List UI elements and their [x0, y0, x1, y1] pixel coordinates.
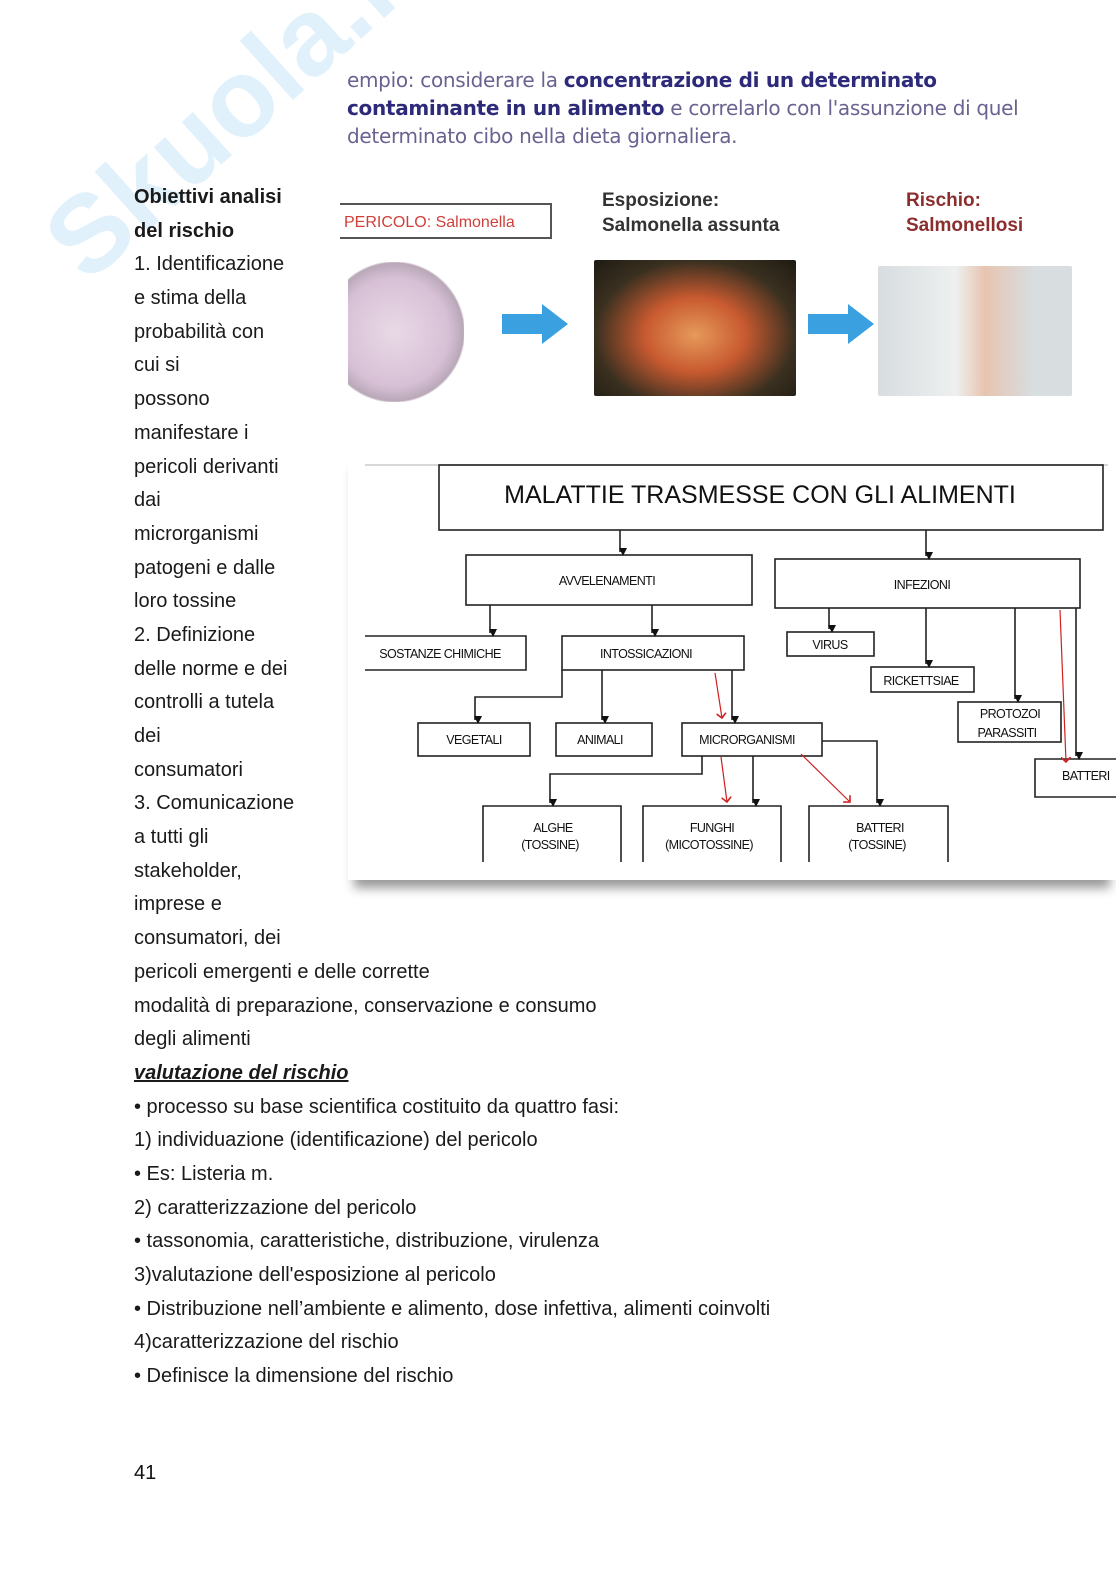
pericolo-label: PERICOLO: Salmonella [340, 203, 552, 239]
node-parassiti: PARASSITI [978, 726, 1037, 740]
node-infezioni: INFEZIONI [894, 578, 951, 592]
text-line: 3)valutazione dell'esposizione al perico… [134, 1264, 496, 1286]
text-line: • tassonomia, caratteristiche, distribuz… [134, 1230, 599, 1253]
text-line: pericoli derivanti [134, 455, 279, 478]
node-animali: ANIMALI [577, 733, 623, 747]
text-line: • Distribuzione nell’ambiente e alimento… [134, 1297, 771, 1320]
node-funghi-sub: (MICOTOSSINE) [665, 838, 753, 852]
text-line: • Es: Listeria m. [134, 1162, 274, 1185]
body-text: Obiettivi analisi del rischio 1. Identific… [134, 181, 770, 1394]
node-sostanze-chimiche: SOSTANZE CHIMICHE [379, 647, 501, 661]
text-line: • Definisce la dimensione del rischio [134, 1365, 454, 1388]
text-line: del rischio [134, 219, 235, 242]
node-intossicazioni: INTOSSICAZIONI [600, 647, 692, 661]
node-vegetali: VEGETALI [446, 733, 502, 747]
node-batteri-infezioni: BATTERI [1062, 769, 1110, 783]
text-line: e stima della [134, 287, 247, 310]
arrow-right-icon [502, 304, 568, 344]
text-line: stakeholder, [134, 859, 242, 882]
text-line: a tutti gli [134, 826, 209, 849]
text-line: loro tossine [134, 590, 237, 613]
text-line: Obiettivi analisi [134, 186, 282, 208]
esposizione-label: Esposizione: Salmonella assunta [602, 190, 780, 236]
text-line: 3. Comunicazione [134, 792, 295, 815]
text-line: pericoli emergenti e delle corrette [134, 960, 430, 983]
sushi-image [594, 260, 796, 396]
sick-woman-image [878, 266, 1072, 396]
text-line: controlli a tutela [134, 691, 275, 714]
text-line: 4)caratterizzazione del rischio [134, 1331, 399, 1354]
node-virus: VIRUS [812, 638, 847, 652]
node-alghe-sub: (TOSSINE) [521, 838, 579, 852]
text-line: probabilità con [134, 320, 265, 343]
text-line: 1) individuazione (identificazione) del … [134, 1129, 538, 1152]
text-line: delle norme e dei [134, 657, 288, 680]
node-avvelenamenti: AVVELENAMENTI [559, 574, 655, 588]
text-line: modalità di preparazione, conservazione … [134, 994, 597, 1017]
text-line: possono [134, 388, 210, 411]
node-microrganismi: MICRORGANISMI [699, 733, 795, 747]
node-rickettsiae: RICKETTSIAE [883, 674, 959, 688]
example-text: empio: considerare la concentrazione di … [347, 68, 1019, 148]
node-batteri: BATTERI [856, 821, 904, 835]
text-line: 2. Definizione [134, 623, 256, 646]
text-line: 2) caratterizzazione del pericolo [134, 1196, 417, 1219]
foodborne-disease-diagram: MALATTIE TRASMESSE CON GLI ALIMENTI AVVE… [348, 450, 1116, 880]
text-line: imprese e [134, 893, 222, 916]
node-protozoi: PROTOZOI [980, 707, 1040, 721]
rischio-label: Rischio: Salmonellosi [906, 190, 1024, 236]
section-heading: valutazione del rischio [134, 1061, 349, 1084]
diagram-title: MALATTIE TRASMESSE CON GLI ALIMENTI [504, 481, 1016, 509]
node-batteri-sub: (TOSSINE) [848, 838, 906, 852]
text-line: dai [134, 489, 161, 512]
node-funghi: FUNGHI [690, 821, 734, 835]
text-line: cui si [134, 354, 180, 377]
text-line: • processo su base scientifica costituit… [134, 1095, 620, 1118]
page-number: 41 [134, 1462, 157, 1484]
text-line: 1. Identificazione [134, 253, 285, 276]
text-line: patogeni e dalle [134, 556, 276, 579]
text-line: degli alimenti [134, 1028, 251, 1051]
node-alghe: ALGHE [533, 821, 573, 835]
text-line: dei [134, 725, 161, 747]
arrow-right-icon [808, 304, 874, 344]
text-line: consumatori [134, 758, 243, 781]
text-line: manifestare i [134, 421, 249, 444]
text-line: microrganismi [134, 522, 259, 545]
salmonella-culture-image [348, 262, 464, 402]
text-line: consumatori, dei [134, 927, 281, 950]
